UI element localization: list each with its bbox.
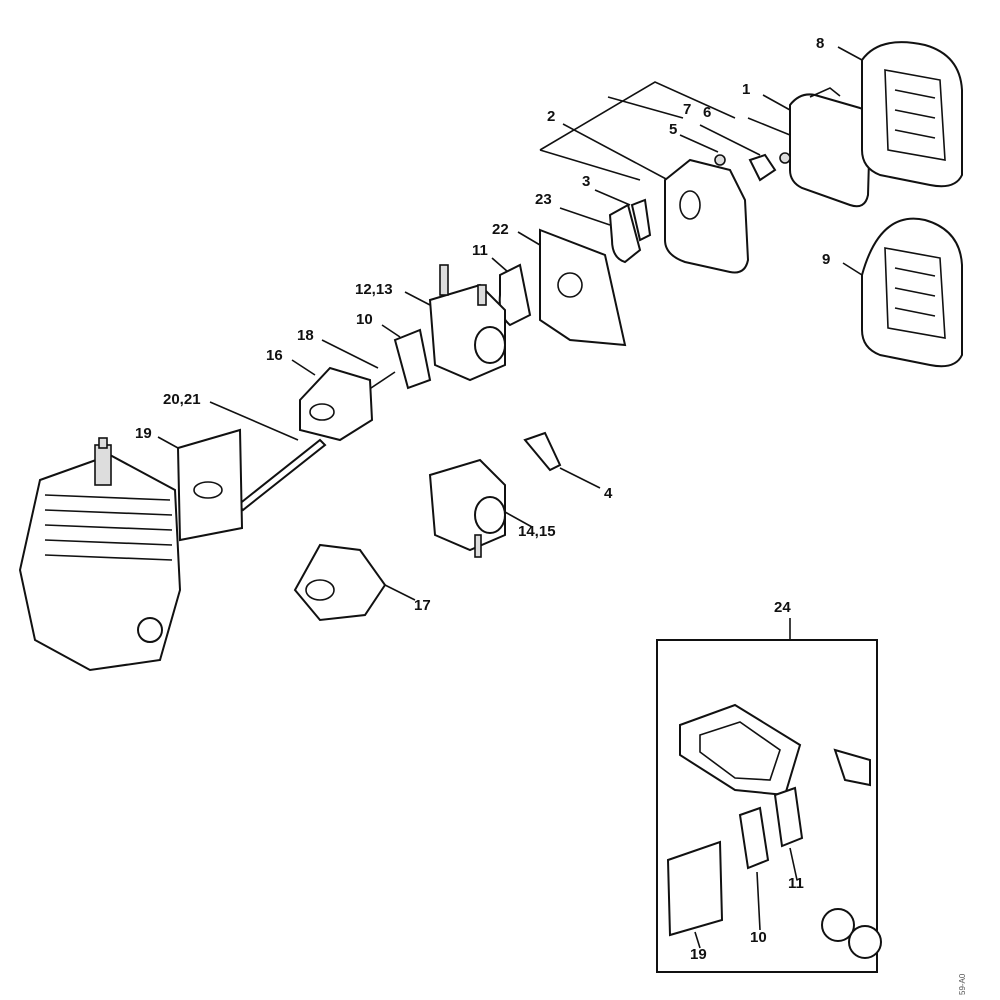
gasket-kit-box — [656, 639, 882, 973]
callout-1: 1 — [742, 81, 750, 98]
engine-cylinder — [18, 437, 182, 672]
part-1-air-filter — [789, 87, 872, 208]
part-2-filter-base — [664, 158, 750, 274]
callout-10: 10 — [356, 311, 373, 328]
kit-callout-10: 10 — [750, 929, 767, 946]
callout-3: 3 — [582, 173, 590, 190]
part-9-filter-cover — [861, 217, 963, 368]
callout-4: 4 — [604, 485, 613, 502]
callout-11: 11 — [472, 242, 488, 259]
kit-callout-11: 11 — [788, 875, 804, 892]
callout-14-15: 14,15 — [518, 523, 556, 540]
part-10-gasket — [393, 328, 432, 390]
part-23-gasket — [608, 203, 642, 264]
part-4-lever — [523, 431, 562, 472]
callout-2: 2 — [547, 108, 555, 125]
part-17-manifold — [293, 543, 387, 622]
part-6-washer — [779, 152, 791, 164]
callout-12-13: 12,13 — [355, 281, 393, 298]
callout-20-21: 20,21 — [163, 391, 201, 408]
leader-lines — [157, 46, 863, 640]
part-3-lever — [630, 198, 652, 242]
callout-23: 23 — [535, 191, 552, 208]
part-7-clip — [748, 153, 777, 182]
part-20-21-bolt — [236, 438, 327, 512]
callout-5: 5 — [669, 121, 677, 138]
callout-16: 16 — [266, 347, 283, 364]
callout-24: 24 — [774, 599, 791, 616]
part-16-intake-flange — [299, 366, 374, 442]
callout-7: 7 — [683, 101, 691, 118]
callout-8: 8 — [816, 35, 824, 52]
drawing-code: 59-A0 — [958, 973, 967, 995]
kit-callout-19: 19 — [690, 946, 707, 963]
callout-19: 19 — [135, 425, 152, 442]
part-8-filter-cover — [861, 41, 963, 188]
callout-22: 22 — [492, 221, 509, 238]
part-5-nut — [714, 154, 726, 166]
callout-17: 17 — [414, 597, 431, 614]
callout-6: 6 — [703, 104, 711, 121]
callout-9: 9 — [822, 251, 830, 268]
callout-labels: 1 2 3 4 5 6 7 8 9 10 11 12,13 14,15 16 1… — [135, 35, 830, 963]
callout-18: 18 — [297, 327, 314, 344]
part-19-gasket — [176, 428, 244, 542]
part-12-13-carburetor — [428, 264, 506, 382]
part-14-15-carburetor — [428, 458, 506, 558]
